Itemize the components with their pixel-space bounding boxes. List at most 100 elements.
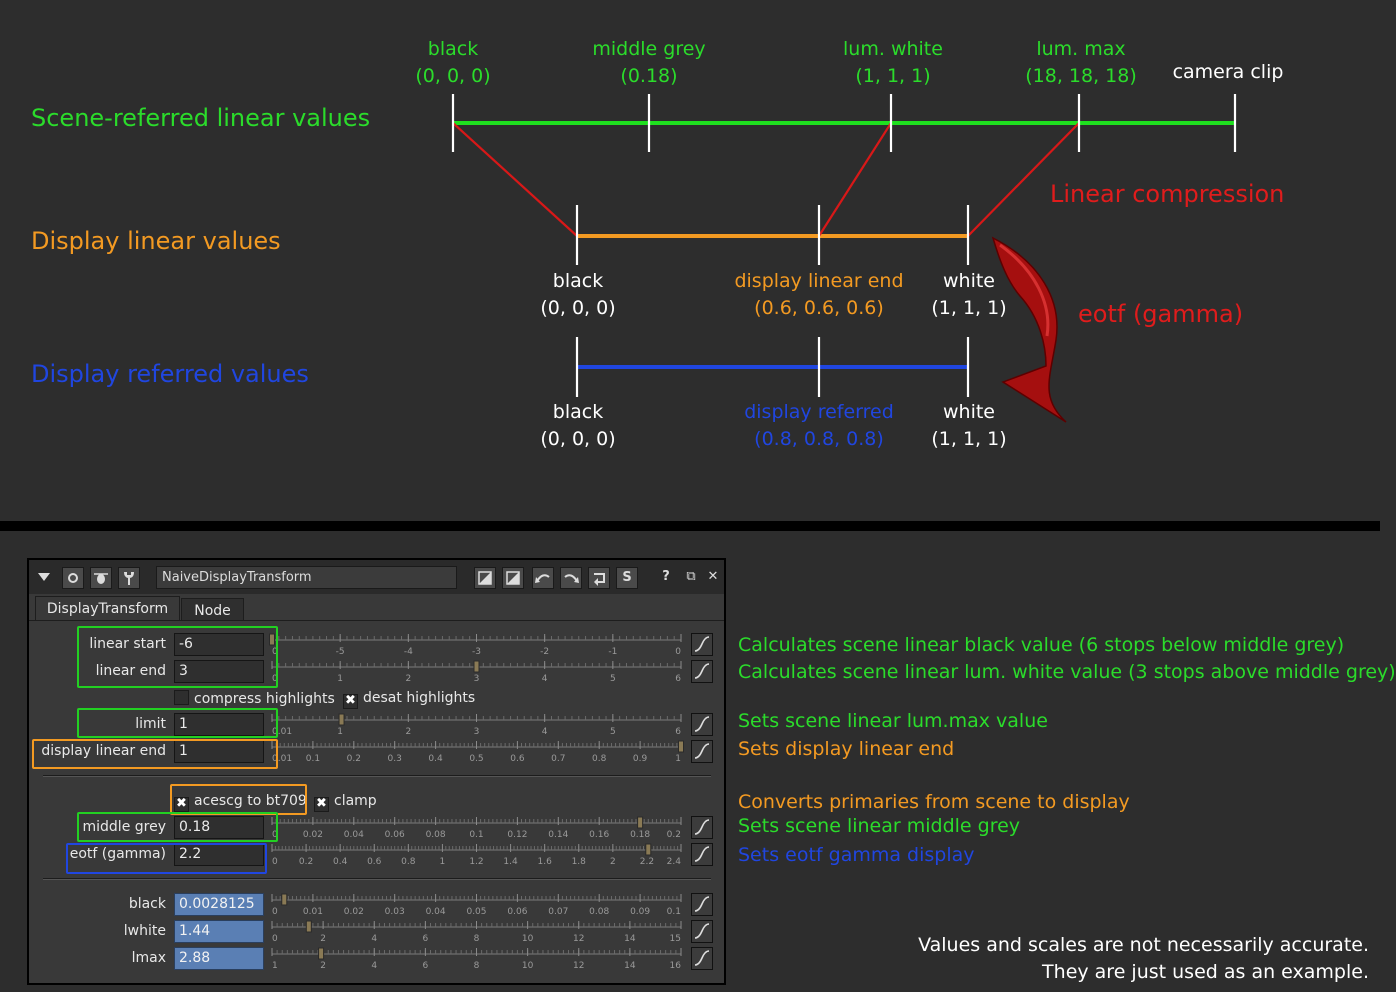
- slider-tick-label: 5: [610, 674, 616, 684]
- display-referred-value-label: display referred(0.8, 0.8, 0.8): [744, 401, 894, 450]
- acescg-to-bt709-checkbox[interactable]: ✖acescg to bt709: [174, 793, 307, 812]
- slider-tick-label: 2.4: [667, 857, 682, 867]
- checkbox-box[interactable]: [174, 690, 189, 705]
- curve-icon[interactable]: [691, 843, 713, 866]
- help-icon[interactable]: ?: [662, 569, 670, 584]
- scene-row-title: Scene-referred linear values: [31, 104, 371, 132]
- s-icon[interactable]: S: [616, 567, 638, 589]
- close-icon[interactable]: ✕: [707, 569, 719, 584]
- linear-end-input[interactable]: 3: [174, 660, 264, 683]
- slider-tick-label: 1: [337, 727, 343, 737]
- slider-handle[interactable]: [637, 816, 644, 829]
- scene-marker-black: black(0, 0, 0): [415, 38, 491, 87]
- slider-tick-label: 6: [675, 727, 681, 737]
- highlight-limit: [77, 708, 278, 738]
- slider-tick-label: 4: [371, 934, 377, 944]
- slider-tick-label: 2: [405, 674, 411, 684]
- slider-handle[interactable]: [318, 947, 325, 960]
- desc-middle-grey: Sets scene linear middle grey: [738, 815, 1021, 837]
- curve-icon[interactable]: [691, 920, 713, 943]
- curve-icon[interactable]: [691, 633, 713, 656]
- slider-tick-label: 0.7: [551, 754, 565, 764]
- tab-node[interactable]: Node: [181, 598, 244, 621]
- checkmark-icon[interactable]: ✖: [314, 797, 329, 812]
- compress-highlights-checkbox[interactable]: compress highlights: [174, 690, 335, 707]
- tab-displaytransform[interactable]: DisplayTransform: [35, 596, 180, 621]
- slider-handle[interactable]: [645, 843, 652, 856]
- linear-start-input[interactable]: -6: [174, 633, 264, 656]
- compression-mapping-lines: [452, 122, 1080, 237]
- section-divider: [0, 521, 1380, 531]
- slider-handle[interactable]: [338, 713, 345, 726]
- slider-tick-label: 0.9: [633, 754, 648, 764]
- clamp-checkbox[interactable]: ✖clamp: [314, 793, 377, 812]
- checkmark-icon[interactable]: ✖: [174, 797, 189, 812]
- lmax-value-field[interactable]: 2.88: [174, 947, 264, 970]
- middle-grey-input[interactable]: 0.18: [174, 816, 264, 839]
- curve-icon[interactable]: [691, 713, 713, 736]
- wrench-icon[interactable]: [118, 567, 140, 589]
- panel-header: NaiveDisplayTransform S ? ⧉ ✕: [29, 560, 724, 594]
- diagonal-icon-2[interactable]: [502, 567, 524, 589]
- slider-tick-label: 0.01: [303, 907, 323, 917]
- desc-eotf: Sets eotf gamma display: [738, 844, 975, 866]
- redo-icon[interactable]: [560, 567, 582, 589]
- slider-handle[interactable]: [269, 633, 275, 646]
- slider-tick-label: 1.4: [503, 857, 518, 867]
- diagonal-icon[interactable]: [474, 567, 496, 589]
- scene-ticks: [451, 94, 1237, 152]
- collapse-icon[interactable]: [33, 567, 55, 589]
- slider-tick-label: 0.08: [426, 830, 446, 840]
- desc-linear-end: Calculates scene linear lum. white value…: [738, 661, 1396, 683]
- node-name-input[interactable]: NaiveDisplayTransform: [156, 566, 457, 589]
- undo-icon[interactable]: [532, 567, 554, 589]
- linear-compression-annotation: Linear compression: [1050, 180, 1285, 208]
- desat-highlights-checkbox[interactable]: ✖desat highlights: [343, 690, 475, 709]
- slider-tick-label: 15: [670, 934, 681, 944]
- slider-tick-label: 6: [423, 934, 429, 944]
- disclaimer: Values and scales are not necessarily ac…: [900, 932, 1369, 986]
- slider-tick-label: 0.14: [548, 830, 568, 840]
- slider-tick-label: 0: [272, 674, 278, 684]
- checkmark-icon[interactable]: ✖: [343, 694, 358, 709]
- curve-icon[interactable]: [691, 893, 713, 916]
- slider-handle[interactable]: [473, 660, 480, 673]
- curve-icon[interactable]: [691, 947, 713, 970]
- slider-tick-label: 0.06: [385, 830, 405, 840]
- slider-handle[interactable]: [678, 740, 684, 753]
- lwhite-value-field[interactable]: 1.44: [174, 920, 264, 943]
- curve-icon[interactable]: [691, 816, 713, 839]
- eotf-input[interactable]: 2.2: [174, 843, 264, 866]
- curve-icon[interactable]: [691, 660, 713, 683]
- revert-icon[interactable]: [588, 567, 610, 589]
- scene-marker-lum-max: lum. max(18, 18, 18): [1025, 38, 1137, 87]
- slider-tick-label: 12: [573, 961, 584, 971]
- slider-tick-label: 0.08: [589, 907, 609, 917]
- circle-icon[interactable]: [62, 567, 84, 589]
- black-value-field[interactable]: 0.0028125: [174, 893, 264, 916]
- slider-handle[interactable]: [281, 893, 288, 906]
- slider-tick-label: 0.1: [469, 830, 483, 840]
- bug-icon[interactable]: [90, 567, 112, 589]
- curve-icon[interactable]: [691, 740, 713, 763]
- disclaimer-line-2: They are just used as an example.: [1042, 961, 1369, 983]
- slider-handle[interactable]: [305, 920, 312, 933]
- float-icon[interactable]: ⧉: [686, 569, 696, 584]
- slider-tick-label: 0.18: [630, 830, 650, 840]
- slider-tick-label: 0.03: [385, 907, 405, 917]
- display-linear-white: white(1, 1, 1): [931, 270, 1007, 319]
- slider-tick-label: -2: [540, 647, 549, 657]
- slider-tick-label: 2: [405, 727, 411, 737]
- limit-input[interactable]: 1: [174, 713, 264, 736]
- slider-tick-label: 0.6: [367, 857, 382, 867]
- scene-marker-lum-white: lum. white(1, 1, 1): [843, 38, 943, 87]
